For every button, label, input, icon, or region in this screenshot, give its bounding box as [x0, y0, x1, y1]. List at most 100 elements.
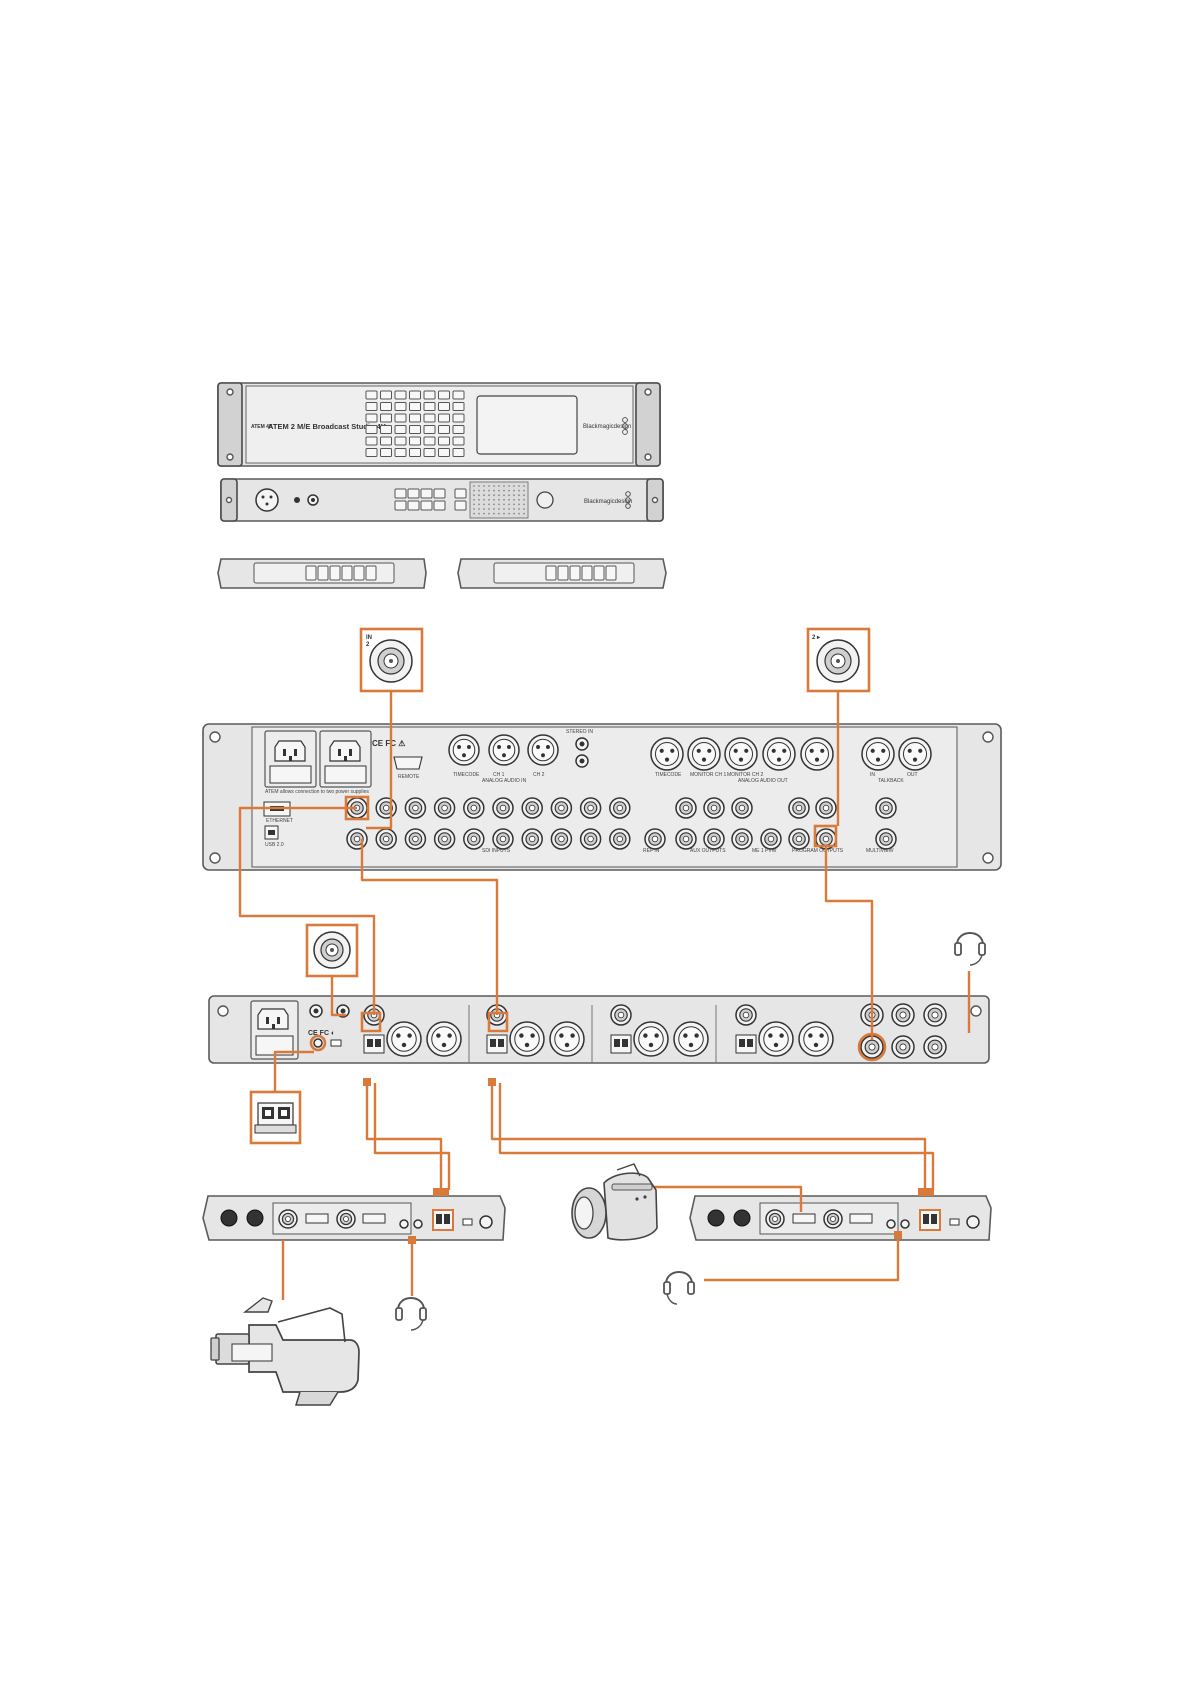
- control-button: [581, 565, 593, 581]
- aux-outputs-label: AUX OUTPUTS: [690, 848, 726, 854]
- xlr-connector-icon: [650, 737, 684, 771]
- grid-button: [409, 425, 421, 434]
- speaker-hole: [518, 503, 520, 506]
- speaker-hole: [498, 498, 500, 501]
- button-grid: [365, 390, 465, 457]
- bnc-connector-icon: [609, 828, 631, 850]
- xlr-connector-icon: [724, 737, 758, 771]
- xlr-connector-icon: [687, 737, 721, 771]
- xlr-connector-icon: [798, 1021, 834, 1057]
- bnc-connector-icon: [278, 1209, 298, 1229]
- speaker-hole: [498, 503, 500, 506]
- xlr-connector-icon: [898, 737, 932, 771]
- grid-button: [452, 448, 465, 457]
- hdmi-port: [849, 1213, 873, 1224]
- talkback-label: TALKBACK: [878, 778, 904, 784]
- speaker-hole: [498, 489, 500, 492]
- speaker-hole: [478, 503, 480, 506]
- grid-button: [423, 425, 436, 434]
- speaker-hole: [513, 494, 515, 497]
- handycam-icon: [571, 1163, 658, 1241]
- bnc-connector-icon: [550, 828, 573, 850]
- xlr-connector-icon: [386, 1021, 422, 1057]
- speaker-hole: [523, 508, 525, 510]
- control-button: [329, 565, 341, 581]
- in2-line2: 2: [366, 642, 370, 648]
- speaker-hole: [513, 512, 515, 515]
- me1-pvw-label: ME 1 PVW: [752, 848, 777, 854]
- speaker-hole: [488, 485, 490, 487]
- speaker-hole: [488, 498, 490, 501]
- grid-button: [394, 425, 407, 434]
- fiber-port: [610, 1034, 632, 1054]
- grid-button: [394, 436, 407, 446]
- bnc-callout-small: [305, 923, 359, 978]
- bnc-connector-icon: [404, 797, 427, 819]
- bnc-connector-icon: [609, 797, 631, 819]
- grid-button: [409, 448, 421, 457]
- speaker-hole: [503, 489, 505, 492]
- fiber-port: [486, 1034, 508, 1054]
- in2-label: IN 2: [366, 635, 374, 648]
- bnc-connector-icon: [703, 797, 725, 819]
- speaker-hole: [488, 494, 490, 497]
- control-button: [605, 565, 617, 581]
- panel-button: [407, 500, 420, 511]
- speaker-hole: [493, 508, 495, 510]
- grid-button: [380, 425, 392, 434]
- grid-button: [452, 402, 465, 411]
- usb-port: USB 2.0: [264, 825, 284, 848]
- speaker-hole: [483, 503, 485, 506]
- xlr-connector-icon: [633, 1021, 669, 1057]
- xlr-connector-icon: [758, 1021, 794, 1057]
- grid-button: [394, 390, 407, 400]
- speaker-hole: [478, 485, 480, 487]
- speaker-hole: [493, 494, 495, 497]
- bnc-connector-icon: [860, 1035, 884, 1059]
- bnc-connector-icon: [375, 797, 397, 819]
- model-title: ATEM 2 M/E Broadcast Studio 4K: [268, 422, 387, 431]
- xlr-connector-icon: [800, 737, 834, 771]
- ref-in-label: REF IN: [643, 848, 660, 854]
- grid-button: [452, 436, 465, 446]
- knob: [220, 1209, 238, 1227]
- speaker-hole: [523, 489, 525, 492]
- panel-button: [433, 500, 446, 511]
- xlr-connector-icon: [549, 1021, 585, 1057]
- bnc-connector-icon: [463, 797, 485, 819]
- fiber-port: [919, 1209, 941, 1231]
- monitor-ch2-label: MONITOR CH 2: [727, 772, 764, 778]
- control-button: [545, 565, 557, 581]
- xlr-connector-icon: [509, 1021, 545, 1057]
- grid-button: [365, 390, 378, 400]
- grid-button: [423, 436, 436, 446]
- speaker-hole: [488, 503, 490, 506]
- converter-logo-text: Blackmagicdesign: [584, 499, 632, 505]
- speaker-hole: [488, 512, 490, 515]
- talkback-in-label: IN: [870, 772, 875, 778]
- timecode-label: TIMECODE: [453, 772, 480, 778]
- power-inlet: [250, 1000, 299, 1060]
- bnc-connector-icon: [788, 828, 810, 850]
- audio-jack: [886, 1219, 896, 1229]
- power-inlet-1: [264, 730, 317, 788]
- control-button: [593, 565, 605, 581]
- camera-converter-left: [202, 1195, 506, 1241]
- bnc-connector-icon: [891, 1003, 915, 1027]
- grid-button: [394, 413, 407, 423]
- bnc-connector-icon: [433, 828, 456, 850]
- speaker-hole: [508, 494, 510, 497]
- hdmi-port: [792, 1213, 816, 1224]
- speaker-hole: [493, 485, 495, 487]
- hdmi-port: [305, 1213, 329, 1224]
- bnc-connector-icon: [579, 797, 602, 819]
- panel-button: [420, 488, 433, 499]
- speaker-hole: [478, 498, 480, 501]
- bnc-connector-icon: [463, 828, 485, 850]
- bnc-connector-icon: [788, 797, 810, 819]
- bnc-connector-icon: [735, 1004, 757, 1026]
- camera-converter-right: [689, 1195, 992, 1241]
- grid-button: [365, 413, 378, 423]
- bnc-connector-icon: [765, 1209, 785, 1229]
- grid-button: [438, 425, 450, 434]
